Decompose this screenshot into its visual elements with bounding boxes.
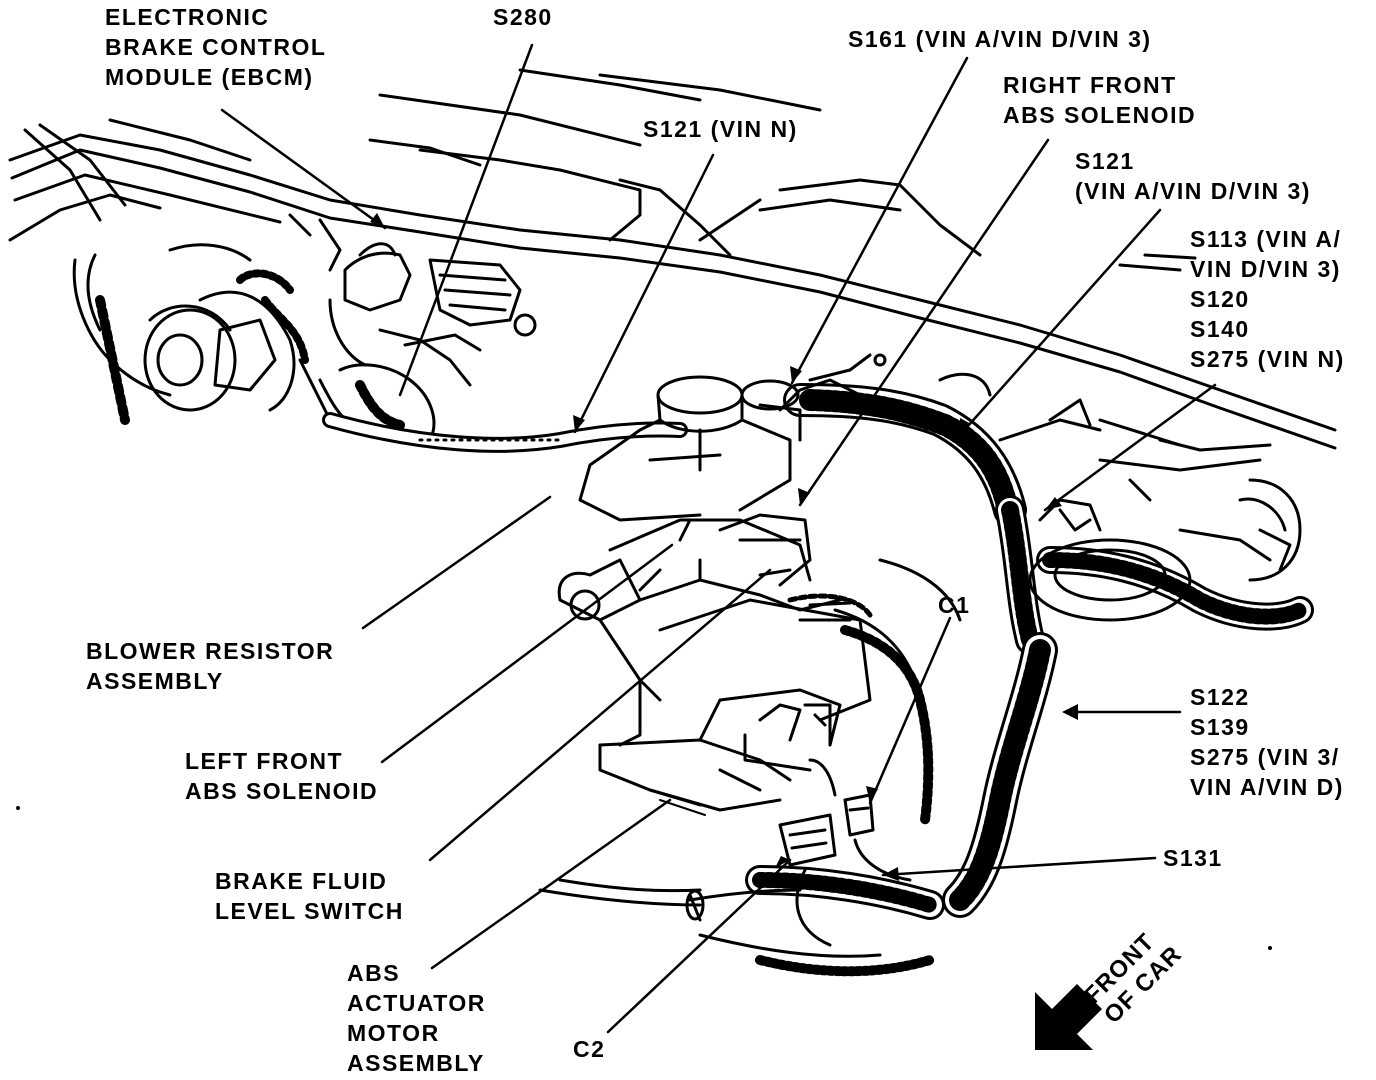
label-brake-fluid-level-switch: BRAKE FLUID LEVEL SWITCH [215,868,404,924]
leader-arrowheads [370,213,1078,881]
label-s161: S161 (VIN A/VIN D/VIN 3) [848,26,1152,52]
master-cylinder-drawing [578,353,887,522]
leader-line-s161 [790,56,969,385]
label-c2: C2 [573,1036,606,1062]
leader-line-lf-abs [380,543,674,764]
leader-line-c1 [868,616,952,805]
leader-lines [220,43,1217,1034]
leader-line-s113 [1043,383,1217,512]
label-c1: C1 [938,592,971,618]
leader-line-brake-fluid [428,568,772,862]
connector-drawing [685,758,912,947]
leader-line-s131 [881,856,1157,877]
leader-line-abs-actuator [430,798,672,970]
label-left-front-abs-solenoid: LEFT FRONT ABS SOLENOID [185,748,379,804]
label-right-front-abs-solenoid: RIGHT FRONT ABS SOLENOID [1003,72,1197,128]
leader-line-s121-vina [958,208,1162,437]
front-of-car-arrow-icon [1035,984,1102,1050]
label-s131: S131 [1163,845,1223,871]
label-blower-resistor-assembly: BLOWER RESISTOR ASSEMBLY [86,638,335,694]
label-s280: S280 [493,4,553,30]
label-s122-group: S122 S139 S275 (VIN 3/ VIN A/VIN D) [1190,684,1344,800]
label-s113-group: S113 (VIN A/ VIN D/VIN 3) S120 S140 S275… [1190,226,1345,372]
label-abs-actuator-motor-assembly: ABS ACTUATOR MOTOR ASSEMBLY [347,960,486,1076]
right-strut-tower-drawing [938,372,1302,622]
leader-line-c2 [606,858,792,1034]
leader-line-blower [361,495,552,630]
label-ebcm: ELECTRONIC BRAKE CONTROL MODULE (EBCM) [105,4,327,90]
left-strut-tower-drawing [72,213,342,425]
leader-line-s121-vinn [573,153,715,434]
leader-line-ebcm [220,108,387,230]
main-wiring-harness-drawing [322,383,1314,977]
ebcm-cluster-drawing [318,242,537,442]
leader-line-rf-abs [798,138,1050,507]
abs-actuator-drawing [557,513,962,825]
label-s121-vin-n: S121 (VIN N) [643,116,798,142]
label-s121-vin-a: S121 (VIN A/VIN D/VIN 3) [1075,148,1311,204]
leader-line-s280 [398,43,534,397]
